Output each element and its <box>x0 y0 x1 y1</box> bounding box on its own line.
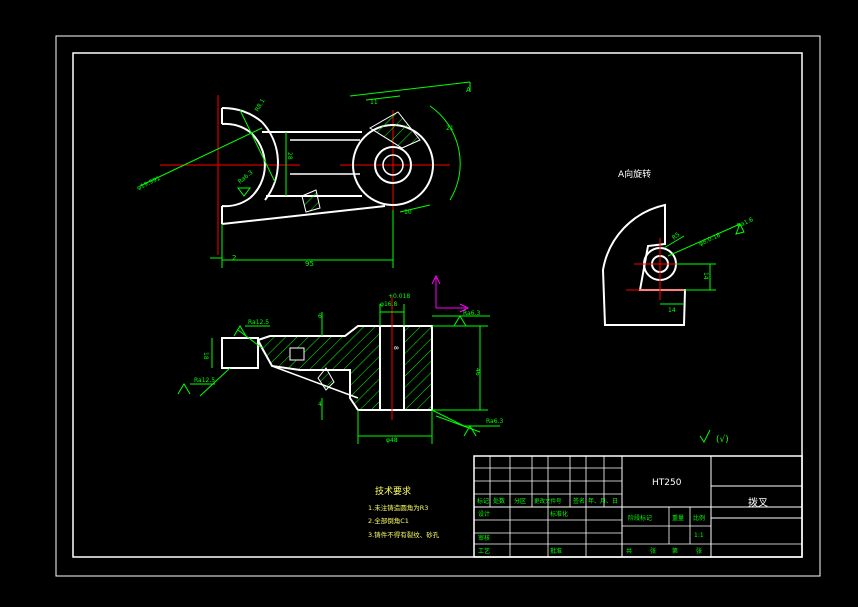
tb-sheet-no: 第 <box>672 547 678 555</box>
dim-main-11: 11 <box>370 99 378 106</box>
tb-sheet-label2: 张 <box>696 547 702 555</box>
dim-aux-ra: Ra1.6 <box>736 216 755 230</box>
inner-frame <box>72 52 803 558</box>
dim-main-ra-sym: Ra6.3 <box>237 169 255 186</box>
tb-approve: 批准 <box>550 547 562 555</box>
tb-design: 设计 <box>478 510 490 518</box>
dim-sec-width: φ48 <box>386 437 398 444</box>
dim-aux-r: R5 <box>671 231 682 242</box>
dim-sec-6: 6 <box>318 313 322 320</box>
section-view: +0.018 φ16.8 Ra6.3 Ra12.5 Ra12.5 Ra6.3 4… <box>177 274 503 444</box>
tb-review: 审核 <box>478 534 490 542</box>
main-view: 95 2 28 R8.1 φ19.991 Ra6.3 11 21 10 A <box>136 81 471 268</box>
dim-sec-height: 46 <box>474 368 481 376</box>
general-roughness: (√) <box>699 429 729 445</box>
dim-aux-w: 14 <box>668 307 676 314</box>
dim-main-ra-left: φ19.991 <box>136 175 162 192</box>
dim-sec-ra-top: Ra6.3 <box>463 310 480 317</box>
note-item-3: 3.铸件不得有裂纹、砂孔 <box>368 530 440 539</box>
aux-view-title: A向旋转 <box>618 168 651 180</box>
tb-label-count: 处数 <box>493 497 505 505</box>
outer-frame <box>55 35 821 577</box>
dim-sec-ra-left2: Ra12.5 <box>194 377 215 384</box>
tb-label-zone: 分区 <box>514 497 526 505</box>
tb-label-sign: 签名 <box>573 497 585 505</box>
tb-sheet-total: 共 <box>626 547 632 555</box>
technical-notes: 技术要求 1.未注铸造圆角为R3 2.全部倒角C1 3.铸件不得有裂纹、砂孔 <box>368 485 440 539</box>
dim-sec-tol: +0.018 <box>388 293 410 300</box>
tb-process: 工艺 <box>478 547 490 555</box>
dim-sec-left-h: 18 <box>202 352 209 360</box>
dim-sec-bore-mark: 8 <box>392 346 399 350</box>
tb-stage: 阶段标记 <box>628 514 652 522</box>
tb-label-date: 年、月、日 <box>588 497 618 505</box>
dim-sec-ra-right: Ra6.3 <box>486 418 503 425</box>
dim-sec-ra-left1: Ra12.5 <box>248 319 269 326</box>
title-block <box>473 455 803 558</box>
dim-main-small: 2 <box>232 254 236 262</box>
dim-main-ang: 21 <box>446 125 454 132</box>
notes-title: 技术要求 <box>375 485 411 497</box>
dim-main-h: 28 <box>286 152 293 160</box>
aux-view: A向旋转 Ra1.6 φ8.0.18 R5 14 14 <box>601 168 755 326</box>
dim-sec-hole: φ16.8 <box>380 301 398 308</box>
dim-aux-tol: φ8.0.18 <box>698 232 722 248</box>
title-block-text: HT250 拨叉 标记 处数 分区 更改文件号 签名 年、月、日 设计 标准化 … <box>477 478 768 555</box>
tb-weight: 重量 <box>672 514 684 522</box>
tb-sheet-label: 张 <box>650 547 656 555</box>
view-arrow-label: A <box>466 86 471 94</box>
tb-scale: 1:1 <box>694 532 704 539</box>
tb-label-mark: 标记 <box>477 497 489 505</box>
dim-aux-h: 14 <box>702 272 709 280</box>
dim-main-r: R8.1 <box>254 97 267 113</box>
tb-label-doc: 更改文件号 <box>534 497 562 505</box>
tb-part-name: 拨叉 <box>748 496 768 509</box>
dim-main-len: 95 <box>305 260 314 268</box>
rough-sym: (√) <box>716 434 729 445</box>
tb-scale-label: 比例 <box>693 514 705 522</box>
tb-material: HT250 <box>652 478 682 488</box>
dim-main-10: 10 <box>404 209 412 216</box>
tb-standard: 标准化 <box>550 510 568 518</box>
note-item-2: 2.全部倒角C1 <box>368 516 409 525</box>
dim-sec-4: 4 <box>318 401 322 408</box>
note-item-1: 1.未注铸造圆角为R3 <box>368 503 428 512</box>
